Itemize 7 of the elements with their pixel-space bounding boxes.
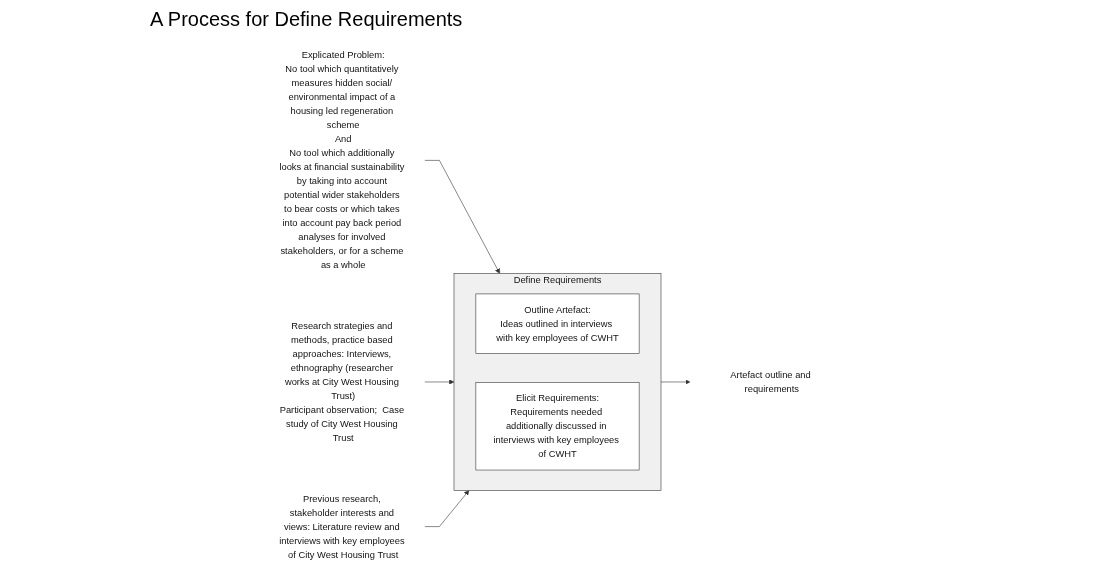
diagram-title: A Process for Define Requirements — [150, 8, 464, 31]
node-text: Artefact outline and requirements — [730, 369, 811, 394]
node-box: Elicit Requirements: Requirements needed additionally discussed in interviews with key employees of CWHT — [475, 382, 640, 471]
node-text: Explicated Problem: No tool which quantitatively measures hidden social/ environmental impact of a housing led regeneration scheme And No tool which additionally looks at financial sustainability by taking into account potential wider stakeholders to bear costs or which takes into account pay back period analyses for involved stakeholders, or for a scheme as a whole — [279, 50, 405, 271]
node-text: Previous research, stakeholder interests and views: Literature review and interviews with key employees of City West Housing Trust — [279, 493, 405, 560]
node-text: Research strategies and methods, practice based approaches: Interviews, ethnography (researcher works at City West Housing Trust) Participant observation; Case study of City West Housing Trust — [279, 320, 405, 443]
node-box: Outline Artefact: Ideas outlined in interviews with key employees of CWHT — [475, 293, 640, 354]
